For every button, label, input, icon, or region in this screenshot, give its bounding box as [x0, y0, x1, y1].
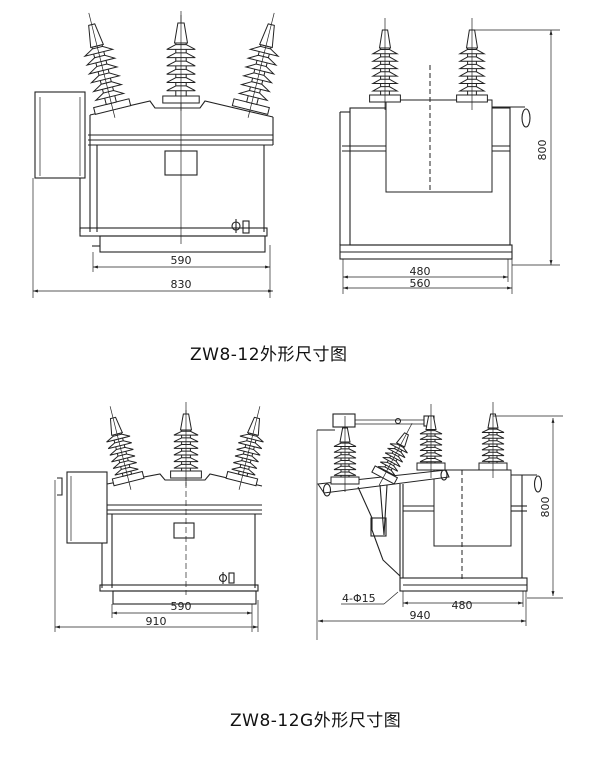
base-frame	[112, 590, 257, 605]
dim-800: 800	[536, 140, 549, 161]
insulator-bushing	[106, 406, 145, 490]
dim-560: 560	[410, 277, 431, 290]
roof	[106, 473, 263, 487]
insulator-bushing	[170, 402, 202, 486]
control-cabinet	[66, 471, 108, 544]
dim-590: 590	[171, 254, 192, 267]
dim-800: 800	[539, 497, 552, 518]
zw8-12-side-view: 800 480 560	[339, 18, 560, 294]
dim-830: 830	[171, 278, 192, 291]
drawing-title-zw8-12g: ZW8-12G外形尺寸图	[230, 711, 402, 731]
insulator-bushing	[330, 416, 360, 492]
insulator-bushing	[225, 406, 264, 490]
insulator-bushing	[416, 404, 446, 478]
roof	[89, 100, 274, 118]
tank	[433, 469, 512, 547]
insulator-bushing	[456, 18, 488, 110]
zw8-12-front-view: 590 830	[32, 11, 280, 298]
grounding-symbol-icon	[218, 572, 235, 584]
insulator-bushing	[231, 12, 280, 118]
dim-480: 480	[452, 599, 473, 612]
zw8-12g-side-view: 800 480 940 4-Φ15	[316, 402, 563, 640]
insulator-bushing	[371, 423, 413, 486]
dim-480: 480	[410, 265, 431, 278]
dim-590: 590	[171, 600, 192, 613]
dim-910: 910	[146, 615, 167, 628]
insulator-bushing	[478, 402, 508, 478]
zw8-12g-front-view: 590 910	[54, 402, 264, 632]
insulator-bushing	[83, 12, 132, 118]
hole-note: 4-Φ15	[342, 592, 376, 605]
nameplate-window	[173, 522, 195, 539]
control-cabinet	[34, 91, 86, 179]
dim-940: 940	[410, 609, 431, 622]
tank	[385, 99, 493, 193]
base-frame	[99, 235, 266, 253]
grounding-symbol-icon	[231, 219, 250, 234]
insulator-bushing	[369, 18, 401, 110]
isolator-arm	[317, 469, 450, 494]
drawing-title-zw8-12: ZW8-12外形尺寸图	[190, 345, 348, 365]
insulator-bushing	[162, 11, 200, 111]
